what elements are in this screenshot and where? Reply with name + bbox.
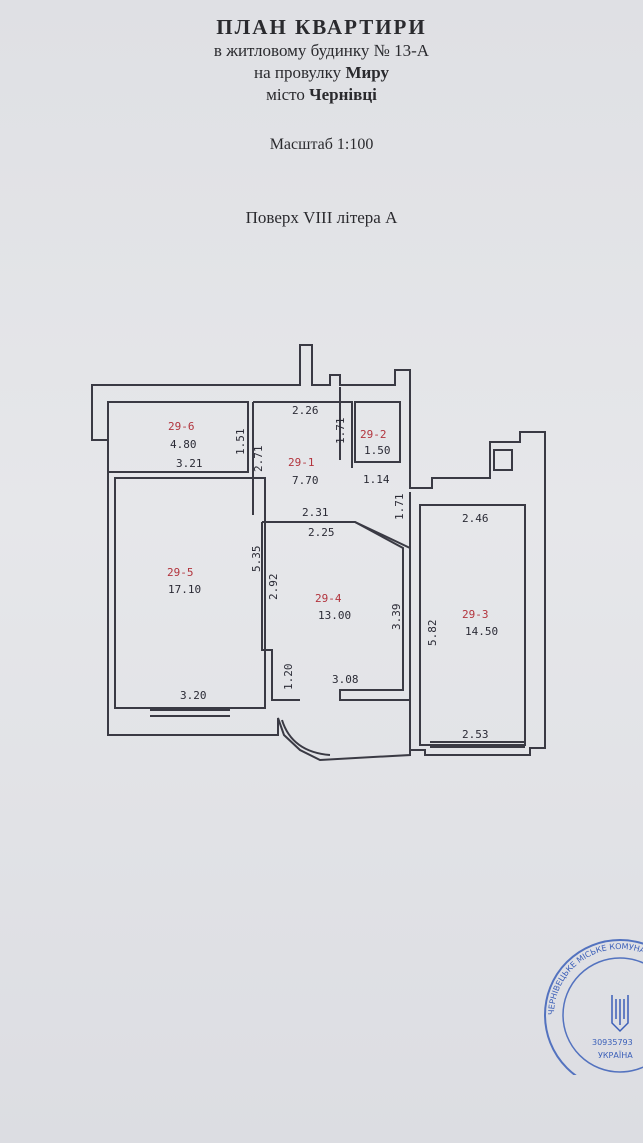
- building-line: в житловому будинку № 13-А: [213, 41, 430, 60]
- dim-label: 2.92: [267, 574, 280, 601]
- dim-label: 1.14: [363, 473, 390, 486]
- document-title: ПЛАН КВАРТИРИ: [216, 15, 427, 39]
- scale-label: Масштаб 1:100: [269, 136, 374, 153]
- room-area-29-1: 7.70: [292, 474, 319, 487]
- dim-label: 3.20: [180, 689, 207, 702]
- dim-label: 2.31: [302, 506, 329, 519]
- city-line: місто Чернівці: [266, 85, 377, 104]
- dim-label: 5.82: [426, 620, 439, 647]
- dim-label: 2.46: [462, 512, 489, 525]
- dim-label: 2.25: [308, 526, 335, 539]
- floor-label: Поверх VIII літера А: [245, 208, 398, 227]
- room-id-29-5: 29-5: [167, 566, 194, 579]
- dim-label: 2.53: [462, 728, 489, 741]
- dim-label: 3.21: [176, 457, 203, 470]
- dim-label: 2.26: [292, 404, 319, 417]
- official-stamp: ЧЕРНІВЕЦЬКЕ МІСЬКЕ КОМУНАЛЬНЕ БЮРО ТЕХНІ…: [544, 939, 643, 1075]
- trident-icon: [611, 995, 629, 1033]
- floor-plan: 29-6 4.80 29-1 7.70 29-2 1.50 29-5 17.10…: [91, 344, 546, 762]
- dim-label: 1.71: [393, 494, 406, 521]
- room-id-29-4: 29-4: [315, 592, 342, 605]
- dim-label: 1.71: [334, 418, 347, 445]
- dim-label: 1.51: [234, 429, 247, 456]
- document-header: ПЛАН КВАРТИРИ в житловому будинку № 13-А…: [0, 14, 643, 106]
- room-id-29-1: 29-1: [288, 456, 315, 469]
- room-area-29-5: 17.10: [168, 583, 201, 596]
- dim-label: 3.39: [390, 604, 403, 631]
- dimension-labels: 2.26 1.71 1.51 2.71 3.21 1.14 1.71 2.31 …: [176, 404, 489, 741]
- stamp-country: УКРАЇНА: [598, 1050, 633, 1060]
- street-line: на провулку Миру: [253, 63, 390, 82]
- dim-label: 1.20: [282, 664, 295, 691]
- room-id-29-6: 29-6: [168, 420, 195, 433]
- room-id-29-2: 29-2: [360, 428, 387, 441]
- dim-label: 3.08: [332, 673, 359, 686]
- dim-label: 5.35: [250, 546, 263, 573]
- room-area-29-2: 1.50: [364, 444, 391, 457]
- room-id-29-3: 29-3: [462, 608, 489, 621]
- dim-label: 2.71: [252, 446, 265, 473]
- plan-walls: [91, 344, 546, 762]
- room-area-29-3: 14.50: [465, 625, 498, 638]
- room-area-29-4: 13.00: [318, 609, 351, 622]
- stamp-code: 30935793: [592, 1038, 633, 1047]
- room-area-29-6: 4.80: [170, 438, 197, 451]
